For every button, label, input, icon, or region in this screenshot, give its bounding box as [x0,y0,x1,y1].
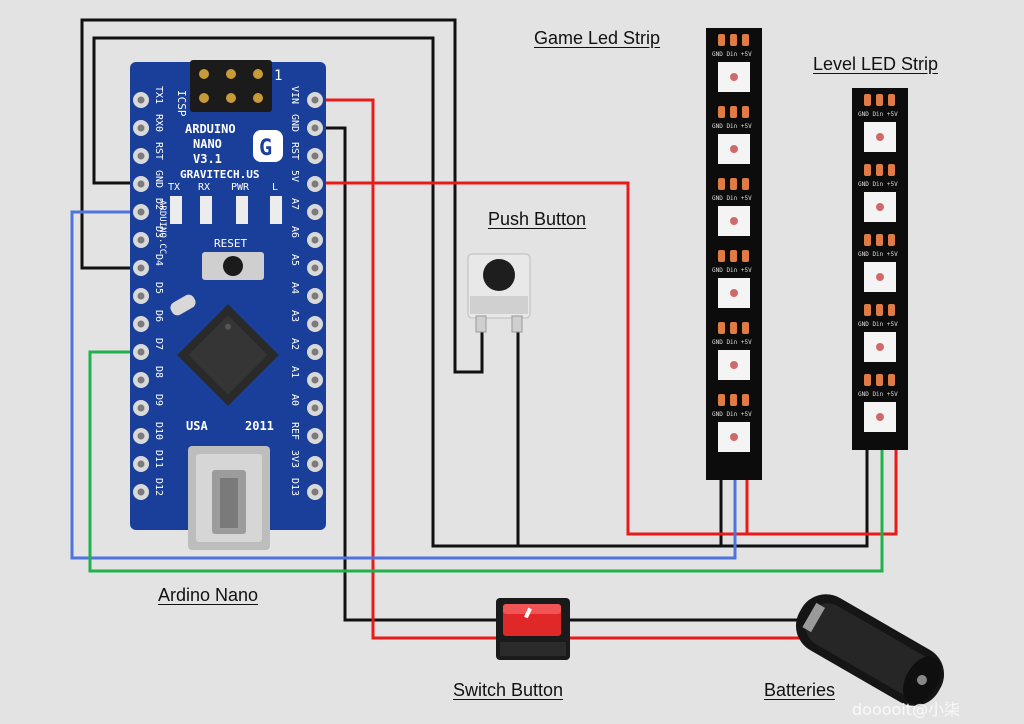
batteries-label: Batteries [764,680,836,700]
push-button-label: Push Button [488,209,587,229]
strip-pin-labels: GND Din +5V [858,181,898,188]
watermark: dooooit@小柒 [852,700,961,719]
usa-label: USA [186,419,208,433]
wire-d2-to-game-din [70,210,737,560]
pin-label: RST [153,142,164,160]
wire-d4-to-push-button [80,18,484,374]
wire-5v-to-strips [316,181,898,536]
rocker-switch[interactable] [496,598,570,660]
pin-label: D9 [153,394,164,406]
pin-label: A4 [289,282,300,294]
icsp-label: ICSP [175,90,188,117]
pin-label: D7 [153,338,164,350]
pcb [130,62,326,530]
led-pwr-label: PWR [231,182,250,193]
push-button[interactable] [467,253,531,333]
strip-pin-labels: GND Din +5V [712,267,752,274]
pin-label: RX0 [153,114,164,132]
pin-label: D6 [153,310,164,322]
gravitech-logo [253,130,283,162]
pin-label: D12 [153,478,164,496]
svg-text:G: G [259,136,272,161]
reset-label: RESET [214,237,247,250]
strip-pin-labels: GND Din +5V [712,339,752,346]
board-maker: GRAVITECH.US [180,168,259,181]
pin-label: TX1 [153,86,164,104]
board-model: NANO [193,137,222,151]
pin-label: A2 [289,338,300,350]
icsp-header [190,60,272,112]
strip-pin-labels: GND Din +5V [712,51,752,58]
pin-label: VIN [289,86,300,104]
pin-label: 5V [289,170,300,182]
pin-label: A0 [289,394,300,406]
site-label: ARDUINO.CC [157,200,167,254]
pin-label: D8 [153,366,164,378]
wire-gnd-to-battery [316,126,500,622]
year-label: 2011 [245,419,274,433]
led-l-label: L [272,182,278,193]
strip-pin-labels: GND Din +5V [858,251,898,258]
pin-label: A3 [289,310,300,322]
microcontroller-chip [177,304,279,406]
pin-label: A5 [289,254,300,266]
strip-pin-labels: GND Din +5V [712,195,752,202]
battery-holder [795,594,945,706]
pin-label: D13 [289,478,300,496]
pin-label: REF [289,422,300,440]
pin-label: D4 [153,254,164,266]
pin-label: A6 [289,226,300,238]
led-tx-label: TX [168,182,180,193]
level-led-strip: GND Din +5V GND Din +5V GND Din +5V GND Din… [852,88,908,450]
game-led-strip-label: Game Led Strip [534,28,661,48]
wires [70,18,898,640]
strip-pin-labels: GND Din +5V [858,391,898,398]
pin-label: D11 [153,450,164,468]
pin-label: D5 [153,282,164,294]
arduino-nano-label: Ardino Nano [158,585,259,605]
strip-pin-labels: GND Din +5V [858,321,898,328]
wire-gnd-to-ground-bus [92,36,869,548]
led-rx-label: RX [198,182,210,193]
level-led-strip-label: Level LED Strip [813,54,939,74]
crystal [170,294,196,316]
switch-button-label: Switch Button [453,680,564,700]
pin-label: D3 [153,226,164,238]
board-title: ARDUINO [185,122,236,136]
pin-label: A7 [289,198,300,210]
strip-pin-labels: GND Din +5V [858,111,898,118]
pin1-label: 1 [274,68,282,84]
strip-pin-labels: GND Din +5V [712,123,752,130]
pin-label: GND [153,170,164,188]
pin-label: RST [289,142,300,160]
pin-label: D2 [153,198,164,210]
pin-label: A1 [289,366,300,378]
wire-vin-to-switch [316,98,500,640]
game-led-strip: GND Din +5V GND Din +5V GND Din +5V GND Din… [706,28,762,480]
pin-label: 3V3 [289,450,300,468]
board-version: V3.1 [193,152,222,166]
pin-label: GND [289,114,300,132]
wire-d7-to-level-din [88,350,884,573]
mini-usb-port [188,446,270,550]
reset-button[interactable] [202,252,264,280]
pin-label: D10 [153,422,164,440]
strip-pin-labels: GND Din +5V [712,411,752,418]
